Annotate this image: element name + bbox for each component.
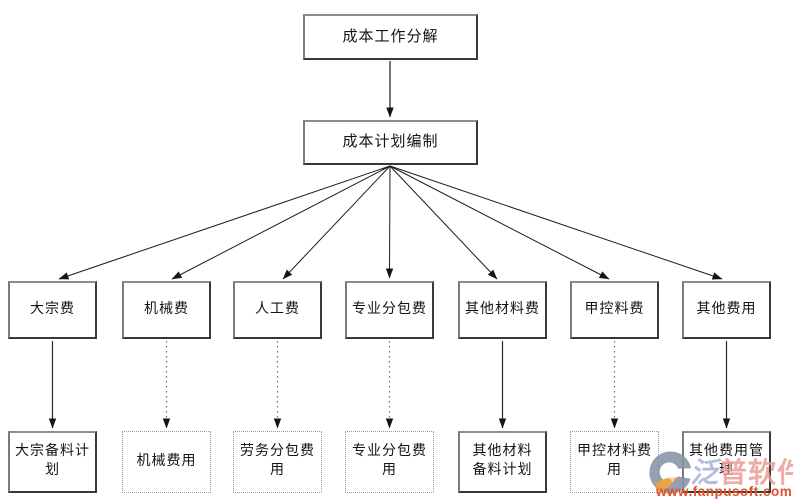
node-label: 其他材料 备料计划 [472,444,533,478]
node-labor-subcontract-cost: 劳务分包费用 [233,431,322,493]
node-label: 劳务分包费用 [240,444,315,478]
node-other-material-plan: 其他材料 备料计划 [458,431,547,493]
node-label: 专业分包费 [352,301,427,317]
node-owner-controlled-material-fee: 甲控料费 [570,281,659,339]
node-label: 成本工作分解 [342,28,439,45]
node-other-material-fee: 其他材料费 [458,281,547,339]
node-cost-work-breakdown: 成本工作分解 [303,14,478,60]
node-labor-fee: 人工费 [233,281,322,339]
node-owner-controlled-material-cost: 甲控材料费用 [570,431,659,493]
node-label: 其他费用管理 [689,444,764,478]
node-label: 成本计划编制 [342,134,439,151]
node-bulk-fee: 大宗费 [8,281,97,339]
node-label: 大宗费 [30,301,75,317]
arrow-plan-to-other-fee [389,165,723,280]
node-machinery-fee: 机械费 [122,281,211,339]
arrow-plan-to-other-material-fee [389,165,498,280]
node-label: 其他费用 [696,301,757,317]
node-label: 甲控料费 [584,301,645,317]
node-other-fee: 其他费用 [682,281,771,339]
node-label: 专业分包费用 [352,444,427,478]
arrow-plan-to-machinery-fee [171,165,391,280]
node-label: 大宗备料计划 [15,444,90,478]
node-machinery-cost: 机械费用 [122,431,211,493]
node-label: 其他材料费 [465,301,540,317]
node-subcontract-fee: 专业分包费 [345,281,434,339]
node-label: 机械费 [144,301,189,317]
arrow-plan-to-subcontract-fee [385,165,394,279]
node-other-fee-management: 其他费用管理 [682,431,771,493]
node-cost-plan-preparation: 成本计划编制 [303,120,478,165]
arrow-plan-to-bulk-fee [58,165,391,280]
arrow-plan-to-labor-fee [282,165,391,280]
node-bulk-material-plan: 大宗备料计划 [8,431,97,493]
node-label: 甲控材料费用 [577,444,652,478]
node-label: 人工费 [255,301,300,317]
node-subcontract-cost: 专业分包费用 [345,431,434,493]
node-label: 机械费用 [136,453,197,469]
arrow-plan-to-owner-material-fee [389,165,610,280]
